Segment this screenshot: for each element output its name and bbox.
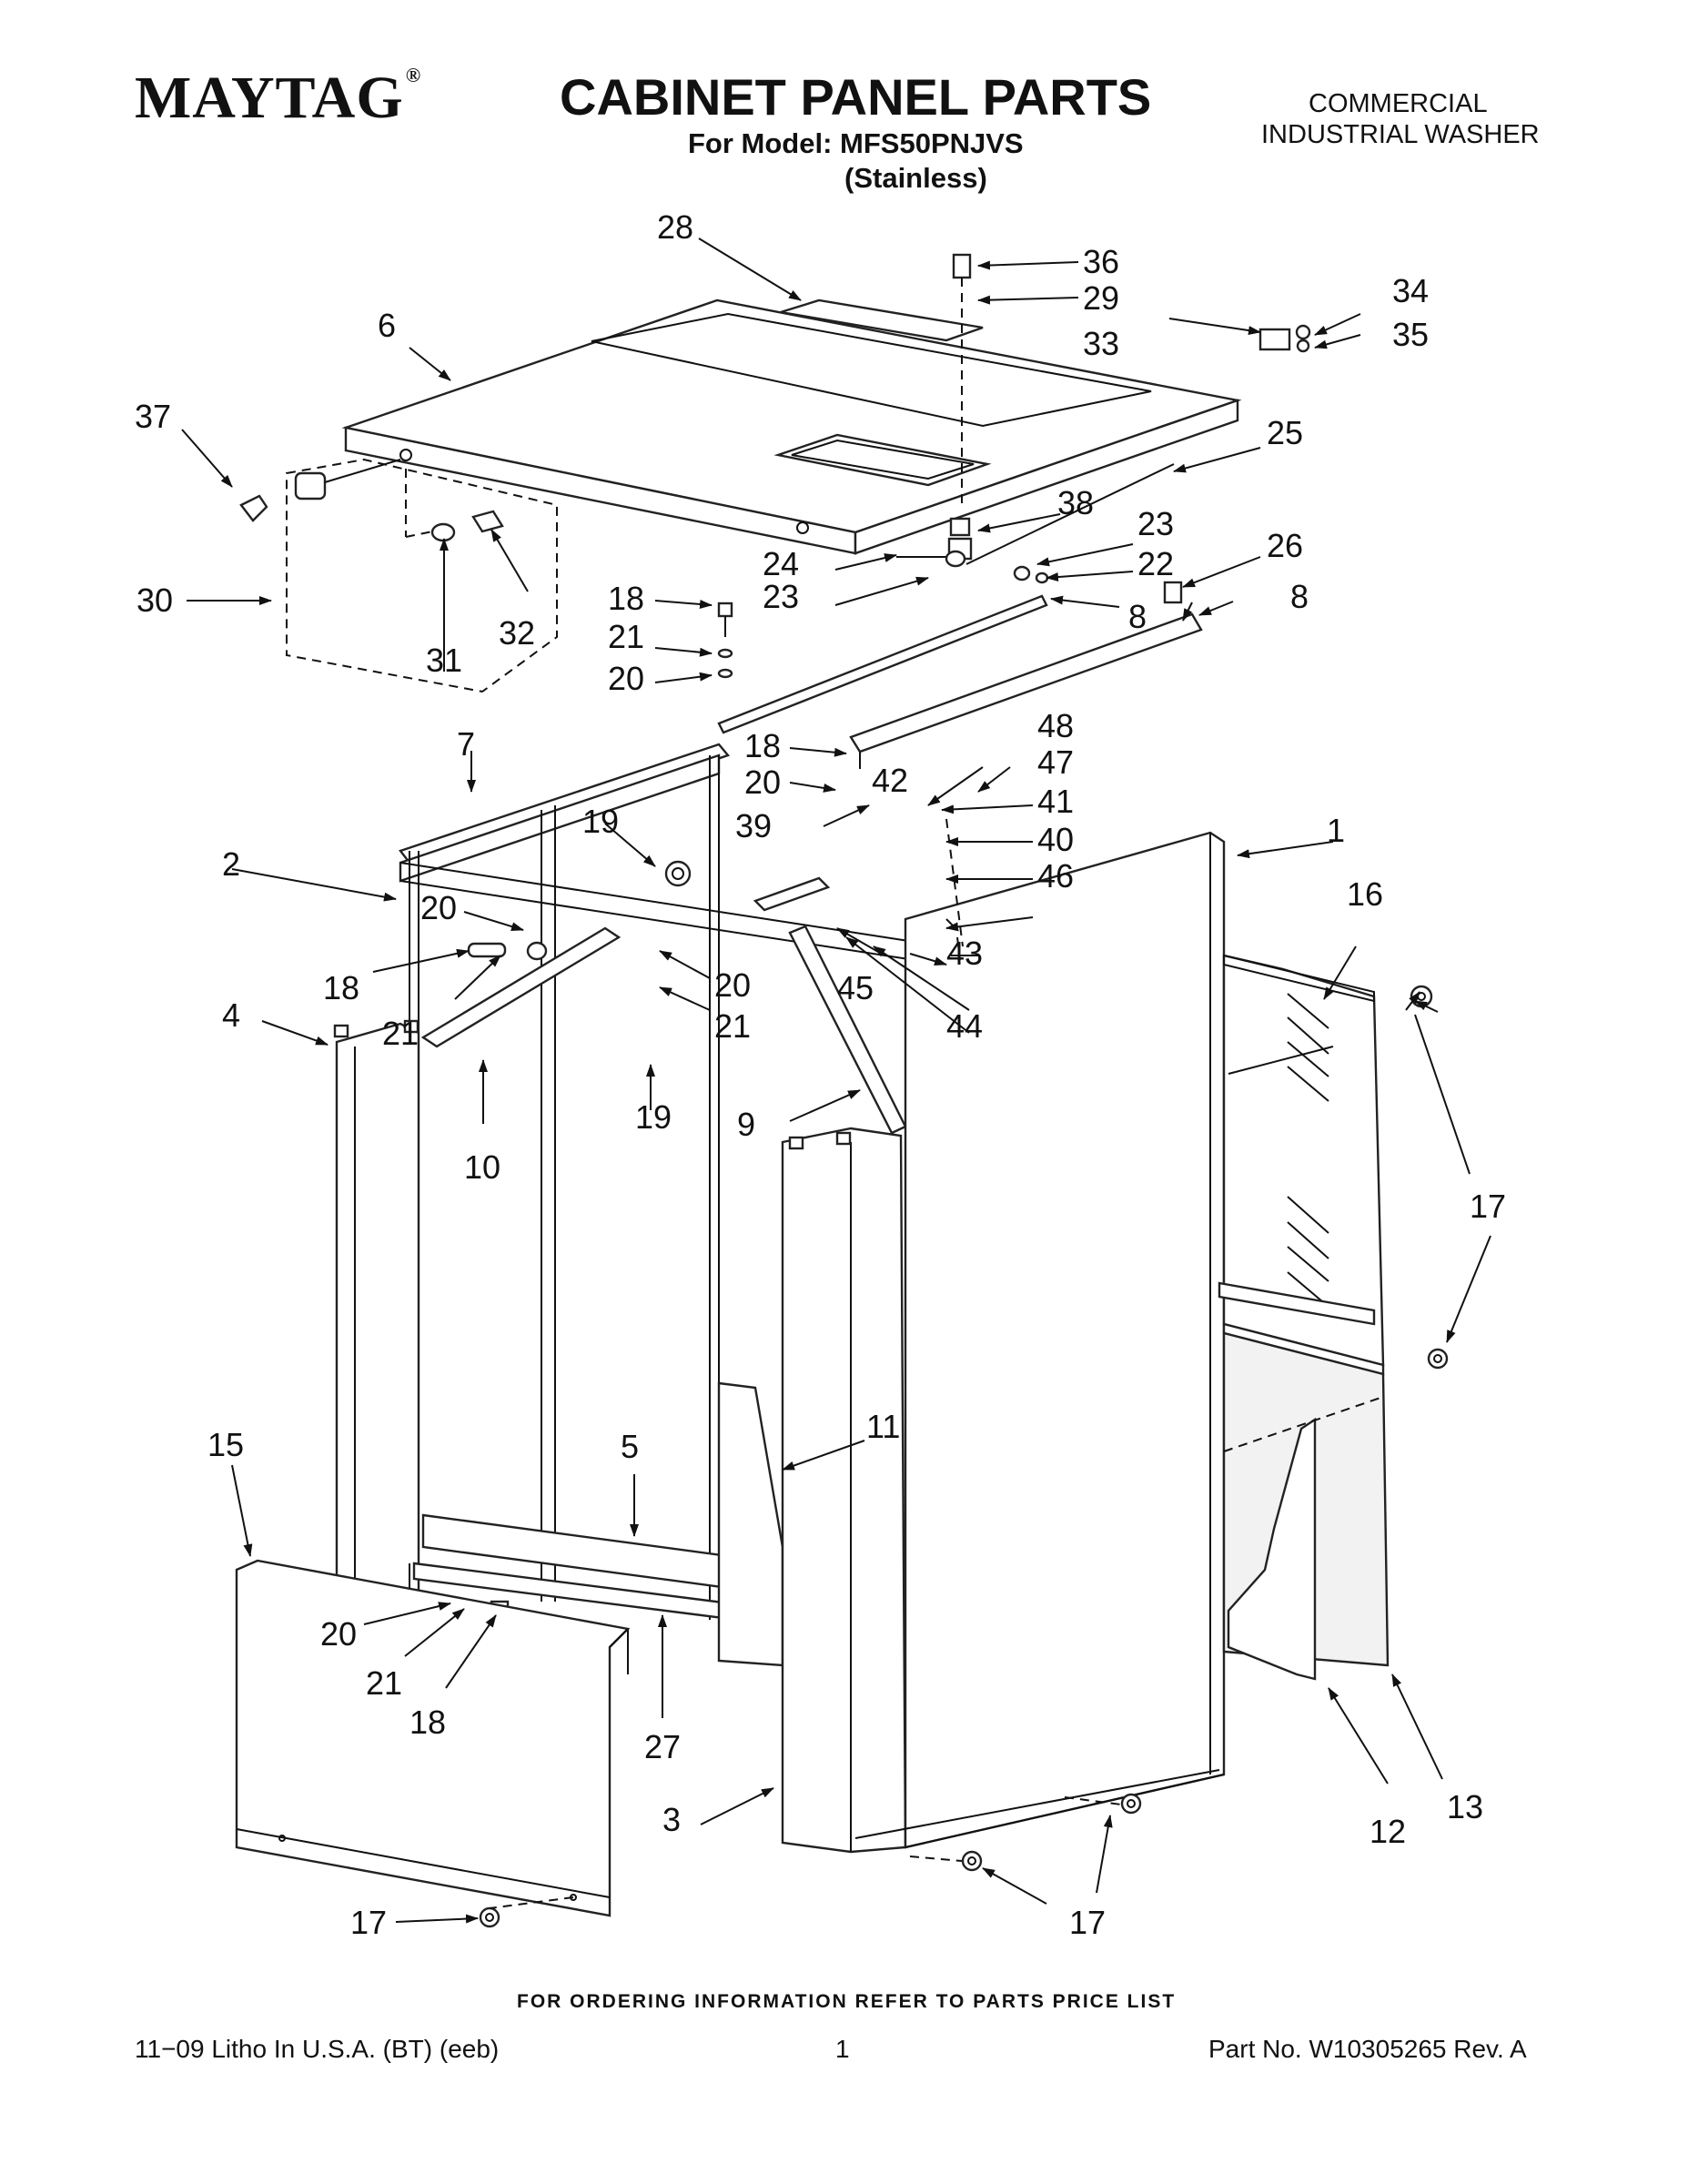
callout-19a: 19 [582,803,619,840]
callout-44: 44 [946,1007,983,1045]
print-info: 11−09 Litho In U.S.A. (BT) (eeb) [135,2035,500,2063]
page-number: 1 [835,2035,850,2063]
model-line: For Model: MFS50PNJVS [688,127,1024,159]
lock-assembly-box [286,458,558,693]
category-line-2: INDUSTRIAL WASHER [1261,120,1540,149]
rear-bracket [1227,1417,1317,1681]
callout-10: 10 [464,1148,500,1186]
callout-4: 4 [222,996,240,1034]
callout-5: 5 [621,1428,639,1465]
callout-31: 31 [426,642,462,679]
callout-26: 26 [1267,527,1303,564]
callout-6: 6 [378,307,396,344]
callout-25: 25 [1267,414,1303,451]
callout-37: 37 [135,398,171,435]
callout-42: 42 [872,762,908,799]
callout-18d: 18 [409,1704,446,1741]
callout-20b: 20 [744,763,781,801]
brand-logo: MAYTAG® [135,64,421,133]
part-number: Part No. W10305265 Rev. A [1208,2035,1527,2063]
callout-43: 43 [946,935,983,972]
callout-20a: 20 [608,660,644,697]
callout-21a: 21 [608,618,644,655]
callout-18a: 18 [608,580,644,617]
callout-16: 16 [1347,875,1383,913]
hinge-brackets [717,594,1203,769]
callout-19b: 19 [635,1098,672,1136]
callout-35: 35 [1392,316,1429,353]
left-frame [399,743,915,1620]
category-line-1: COMMERCIAL [1309,89,1488,118]
callout-28: 28 [657,208,693,246]
callout-24: 24 [763,545,799,582]
bottom-front-panel [235,1559,631,1917]
callout-32: 32 [499,614,535,652]
top-panel [341,298,1242,555]
callout-46: 46 [1037,857,1074,895]
callout-48: 48 [1037,707,1074,744]
left-corner-post [333,1019,420,1640]
callout-29: 29 [1083,279,1119,317]
callout-20c: 20 [420,889,457,926]
callout-27: 27 [644,1728,681,1765]
callout-30: 30 [136,581,173,619]
registered-mark: ® [405,64,422,86]
brand-name: MAYTAG [135,65,404,131]
callout-12: 12 [1370,1813,1406,1850]
callout-9: 9 [737,1106,755,1143]
callout-40: 40 [1037,821,1074,858]
callout-7: 7 [457,725,475,763]
callout-34: 34 [1392,272,1429,309]
callout-33: 33 [1083,325,1119,362]
callout-8a: 8 [1128,598,1147,635]
callout-41: 41 [1037,783,1074,820]
page-title: CABINET PANEL PARTS [560,68,1152,126]
callout-13: 13 [1447,1788,1483,1825]
color-line: (Stainless) [844,162,987,194]
callout-11: 11 [866,1408,900,1445]
leader-lines [181,238,1491,1924]
front-corner-post [781,1127,907,1854]
key-part [239,494,268,522]
callout-45: 45 [837,969,874,1006]
callout-47: 47 [1037,743,1074,781]
callout-20e: 20 [320,1615,357,1653]
callout-20d: 20 [714,966,751,1004]
callout-8b: 8 [1290,578,1309,615]
callout-labels: 1 2 3 4 5 6 7 8 8 9 10 11 12 13 15 16 17… [135,208,1506,1941]
callout-21b: 21 [382,1015,419,1052]
main-side-panel [854,831,1226,1849]
callout-17a: 17 [1470,1188,1506,1225]
ordering-note: FOR ORDERING INFORMATION REFER TO PARTS … [517,1991,1177,2012]
callout-2: 2 [222,845,240,883]
callout-18c: 18 [323,969,359,1006]
callout-21c: 21 [714,1007,751,1045]
callout-1: 1 [1327,812,1345,849]
callout-17b: 17 [1069,1904,1106,1941]
callout-36: 36 [1083,243,1119,280]
callout-22: 22 [1137,545,1174,582]
top-hardware [717,253,1311,679]
callout-38: 38 [1057,484,1094,521]
callout-18b: 18 [744,727,781,764]
inner-side-bracket [717,1381,784,1667]
callout-39: 39 [735,807,772,844]
callout-3: 3 [662,1801,681,1838]
callout-15: 15 [207,1426,244,1463]
callout-17c: 17 [350,1904,387,1941]
callout-21d: 21 [366,1664,402,1702]
callout-23b: 23 [763,578,799,615]
callout-23a: 23 [1137,505,1174,542]
